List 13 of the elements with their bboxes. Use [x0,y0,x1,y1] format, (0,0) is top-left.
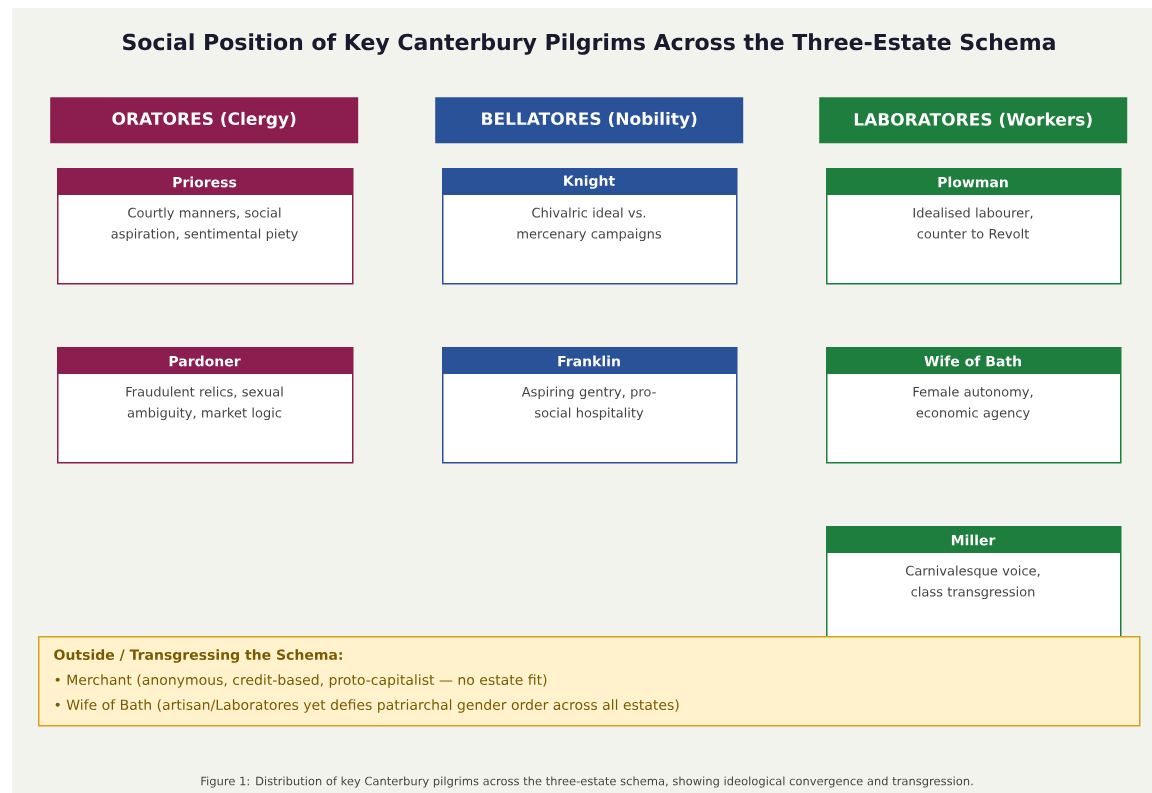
pilgrim-card: Knight Chivalric ideal vs. mercenary campaigns [442,168,738,285]
title: Social Position of Key Canterbury Pilgrims Across the Three-Estate Schema [123,33,1055,55]
caption: Figure 1: Distribution of key Canterbury pilgrims across the three-estate schema, showing ideological convergence and transgression. [201,776,973,788]
estate-header: ORATORES (Clergy) [50,97,359,144]
pilgrim-card: Pardoner Fraudulent relics, sexual ambiguity, market logic [57,347,354,464]
estate-header: LABORATORES (Workers) [819,97,1128,144]
pilgrim-card: Miller Carnivalesque voice, class transgression [826,526,1122,643]
note-box: Outside / Transgressing the Schema: • Merchant (anonymous, credit-based, proto-capitalist — no estate fit) • Wife of Bath (artisan/Laboratores yet defies patriarchal gender order across all estates) [38,636,1141,727]
estate-header: BELLATORES (Nobility) [435,97,744,144]
pilgrim-card: Franklin Aspiring gentry, pro-social hospitality [442,347,738,464]
pilgrim-card: Wife of Bath Female autonomy, economic agency [826,347,1122,464]
pilgrim-card: Prioress Courtly manners, social aspiration, sentimental piety [57,168,354,285]
pilgrim-card: Plowman Idealised labourer, counter to Revolt [826,168,1122,285]
